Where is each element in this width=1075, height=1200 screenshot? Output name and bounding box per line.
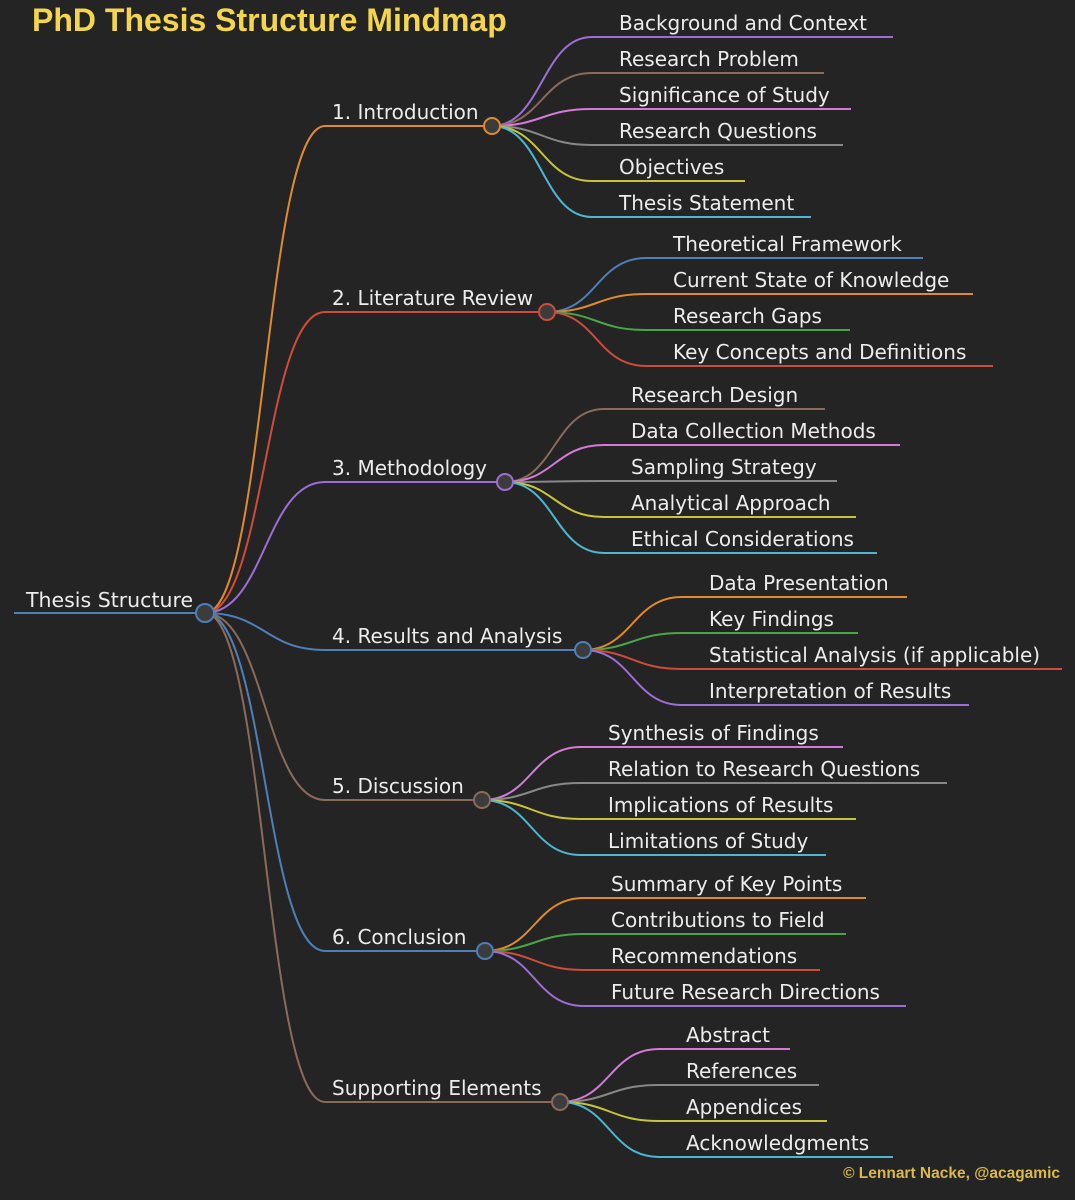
branch-link-5 xyxy=(204,612,326,801)
child-label-7-2: References xyxy=(686,1059,797,1083)
child-link-1-2 xyxy=(491,72,593,127)
child-label-6-3: Recommendations xyxy=(611,944,797,968)
child-link-4-3 xyxy=(582,649,683,670)
branch-link-2 xyxy=(204,311,326,614)
root-node xyxy=(195,603,215,623)
child-label-5-2: Relation to Research Questions xyxy=(608,757,920,781)
child-label-2-2: Current State of Knowledge xyxy=(673,268,949,292)
mindmap-links xyxy=(14,36,1062,1158)
section-node-2 xyxy=(538,303,556,321)
child-link-6-3 xyxy=(484,950,585,971)
child-label-3-5: Ethical Considerations xyxy=(631,527,854,551)
child-label-4-4: Interpretation of Results xyxy=(709,679,951,703)
child-label-3-3: Sampling Strategy xyxy=(631,455,817,479)
child-link-4-4 xyxy=(582,649,683,706)
section-label-3: 3. Methodology xyxy=(332,456,487,480)
child-link-4-2 xyxy=(582,632,683,651)
section-node-6 xyxy=(476,942,494,960)
mindmap-labels: Thesis Structure 1. Introduction Backgroun… xyxy=(25,11,1040,1155)
section-label-5: 5. Discussion xyxy=(332,774,464,798)
child-link-1-4 xyxy=(491,125,593,146)
child-link-7-1 xyxy=(559,1048,660,1103)
mindmap-nodes xyxy=(195,117,592,1111)
child-link-2-1 xyxy=(546,257,647,313)
child-link-5-2 xyxy=(481,782,582,801)
child-link-1-6 xyxy=(491,125,593,218)
child-label-1-2: Research Problem xyxy=(619,47,799,71)
child-label-2-3: Research Gaps xyxy=(673,304,822,328)
child-label-5-4: Limitations of Study xyxy=(608,829,808,853)
child-link-5-3 xyxy=(481,799,582,820)
child-link-2-4 xyxy=(546,311,647,367)
child-label-1-4: Research Questions xyxy=(619,119,817,143)
child-link-1-5 xyxy=(491,125,593,182)
child-link-3-5 xyxy=(504,481,605,554)
section-label-6: 6. Conclusion xyxy=(332,925,466,949)
child-label-7-1: Abstract xyxy=(686,1023,770,1047)
child-link-2-3 xyxy=(546,311,647,331)
child-link-3-4 xyxy=(504,481,605,518)
child-label-3-1: Research Design xyxy=(631,383,798,407)
child-label-4-2: Key Findings xyxy=(709,607,834,631)
child-label-6-2: Contributions to Field xyxy=(611,908,825,932)
child-label-3-4: Analytical Approach xyxy=(631,491,831,515)
child-link-7-4 xyxy=(559,1101,660,1158)
branch-link-1 xyxy=(204,125,326,614)
child-label-5-1: Synthesis of Findings xyxy=(608,721,819,745)
page-title: PhD Thesis Structure Mindmap xyxy=(32,2,507,38)
child-label-4-1: Data Presentation xyxy=(709,571,889,595)
child-label-2-1: Theoretical Framework xyxy=(672,232,902,256)
branch-link-6 xyxy=(204,612,326,952)
child-link-4-1 xyxy=(582,596,683,651)
child-label-1-3: Significance of Study xyxy=(619,83,830,107)
child-label-4-3: Statistical Analysis (if applicable) xyxy=(709,643,1040,667)
child-link-2-2 xyxy=(546,293,647,313)
child-label-7-4: Acknowledgments xyxy=(686,1131,869,1155)
section-node-5 xyxy=(473,791,491,809)
child-link-3-3 xyxy=(504,480,605,483)
branch-link-4 xyxy=(204,612,326,651)
child-label-6-1: Summary of Key Points xyxy=(611,872,842,896)
child-link-7-2 xyxy=(559,1084,660,1103)
child-label-1-6: Thesis Statement xyxy=(618,191,794,215)
child-link-5-1 xyxy=(481,746,582,801)
child-link-1-3 xyxy=(491,108,593,127)
section-node-1 xyxy=(483,117,501,135)
section-node-3 xyxy=(496,473,514,491)
child-label-1-5: Objectives xyxy=(619,155,724,179)
child-link-6-4 xyxy=(484,950,585,1007)
child-label-6-4: Future Research Directions xyxy=(611,980,880,1004)
section-node-4 xyxy=(574,641,592,659)
section-label-2: 2. Literature Review xyxy=(332,286,533,310)
child-link-1-1 xyxy=(491,36,593,127)
child-link-6-2 xyxy=(484,933,585,952)
child-label-3-2: Data Collection Methods xyxy=(631,419,876,443)
child-label-2-4: Key Concepts and Definitions xyxy=(673,340,966,364)
child-link-6-1 xyxy=(484,897,585,952)
child-link-3-1 xyxy=(504,408,605,483)
child-label-7-3: Appendices xyxy=(686,1095,802,1119)
section-label-1: 1. Introduction xyxy=(332,100,479,124)
section-node-7 xyxy=(551,1093,569,1111)
child-link-5-4 xyxy=(481,799,582,856)
section-label-7: Supporting Elements xyxy=(332,1076,542,1100)
branch-link-3 xyxy=(204,481,326,614)
author-credit: © Lennart Nacke, @acagamic xyxy=(843,1165,1060,1182)
child-link-7-3 xyxy=(559,1101,660,1122)
child-label-1-1: Background and Context xyxy=(619,11,867,35)
branch-link-7 xyxy=(204,612,326,1103)
child-label-5-3: Implications of Results xyxy=(608,793,833,817)
child-link-3-2 xyxy=(504,444,605,483)
root-label: Thesis Structure xyxy=(25,588,193,612)
section-label-4: 4. Results and Analysis xyxy=(332,624,562,648)
